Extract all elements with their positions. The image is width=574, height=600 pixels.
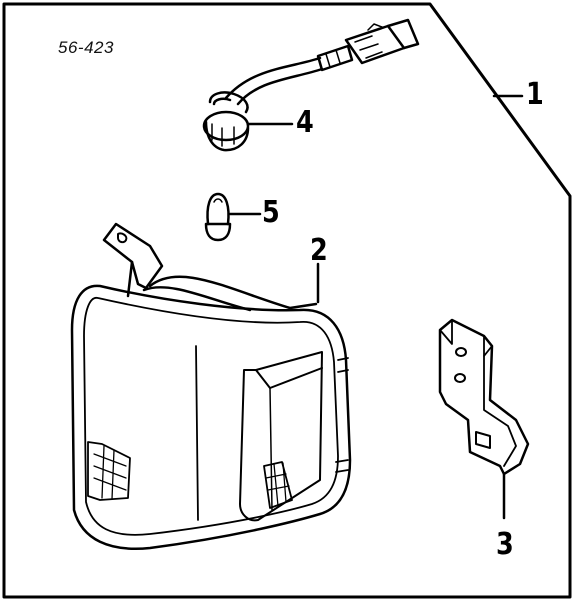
callout-1: 1	[526, 77, 544, 112]
bracket-part-3	[438, 318, 530, 520]
callout-5: 5	[262, 195, 280, 230]
bulb-part-5	[204, 192, 262, 242]
callout-2: 2	[310, 233, 328, 268]
reference-code: 56-423	[58, 38, 114, 57]
callout-4: 4	[296, 105, 314, 140]
lamp-housing-part-2	[70, 222, 352, 550]
socket-harness-part-4	[202, 18, 420, 152]
callout-3: 3	[496, 527, 514, 562]
